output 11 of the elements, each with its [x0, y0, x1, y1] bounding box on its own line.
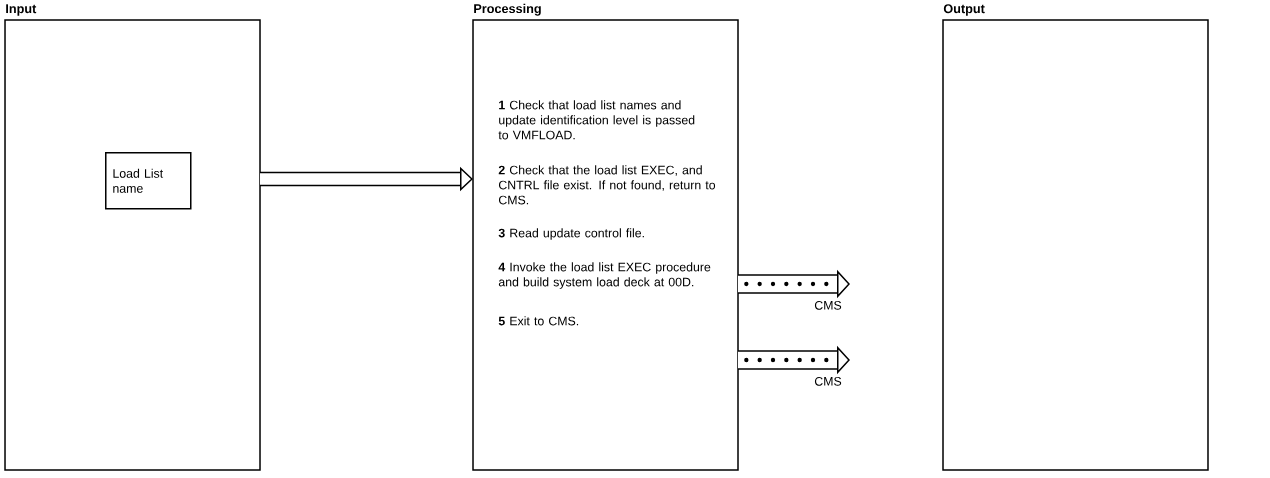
panel-heading: Input [6, 4, 37, 16]
edge-label: CMS [814, 301, 842, 310]
panel-heading: Processing [474, 3, 541, 16]
step-text: 1 Check that load list names and update identification level is passed to VMFLOAD. [498, 100, 695, 140]
panel-heading: Output [943, 4, 985, 16]
data-box: Load List name [105, 152, 192, 210]
step-text: 3 Read update control file. [498, 228, 644, 240]
step-text: 4 Invoke the load list EXEC procedure and build system load deck at 00D. [498, 262, 711, 289]
step-text: 2 Check that the load list EXEC, and CNTRL file exist. If not found, return to CMS. [498, 165, 716, 205]
step-text: 5 Exit to CMS. [498, 316, 579, 326]
edge-label: CMS [814, 377, 842, 386]
